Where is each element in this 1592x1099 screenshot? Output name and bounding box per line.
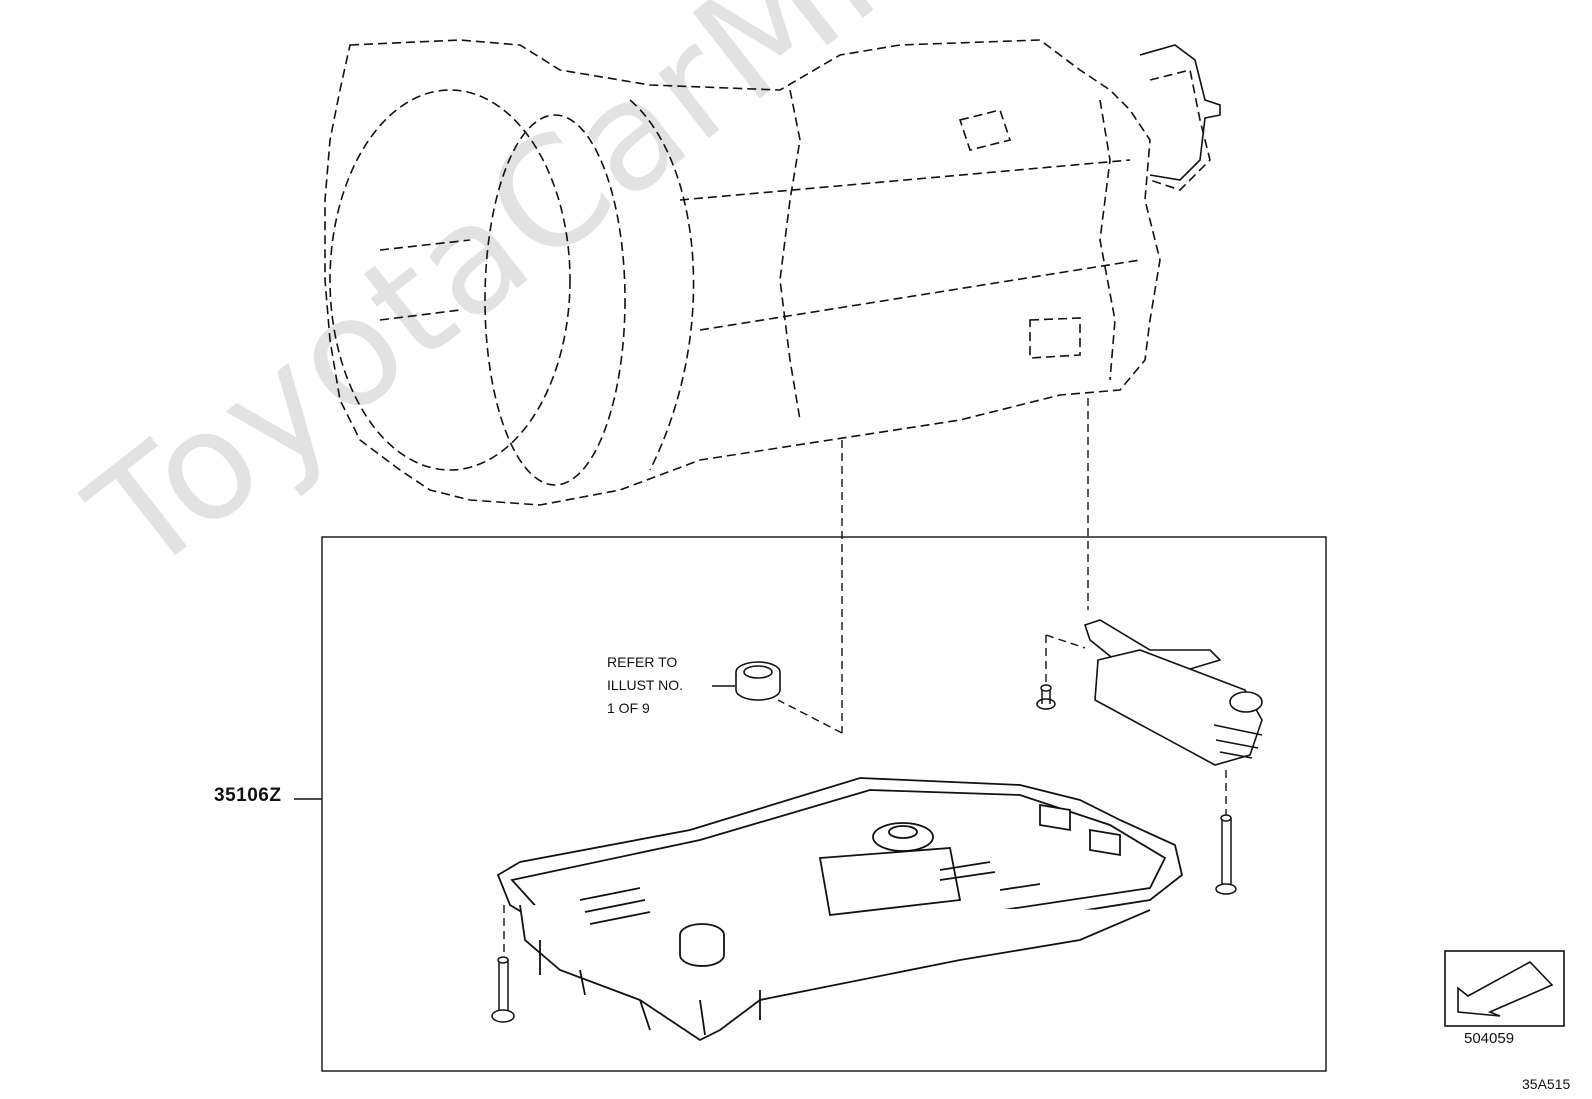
refer-note: REFER TO ILLUST NO. 1 OF 9 [607,651,683,720]
assembly-frame [321,536,1327,1072]
oil-strainer [1083,619,1263,766]
bolt-long-left [491,956,515,1023]
output-flange-outline [1139,44,1221,181]
refer-line-2: ILLUST NO. [607,677,683,693]
bolt-small [1036,684,1056,710]
leader-lines [503,398,1227,955]
refer-line-1: REFER TO [607,654,678,670]
drain-plug [735,661,781,701]
reference-code-label[interactable]: 504059 [1464,1030,1515,1047]
part-number-label[interactable]: 35106Z [214,785,282,806]
arrow-down-left-icon [1444,950,1565,1027]
oil-pan [496,777,1184,1042]
refer-line-3: 1 OF 9 [607,700,650,716]
bolt-long-right [1215,814,1237,895]
transmission-case-outline [324,39,1211,506]
sheet-code-label: 35A515 [1522,1076,1571,1092]
